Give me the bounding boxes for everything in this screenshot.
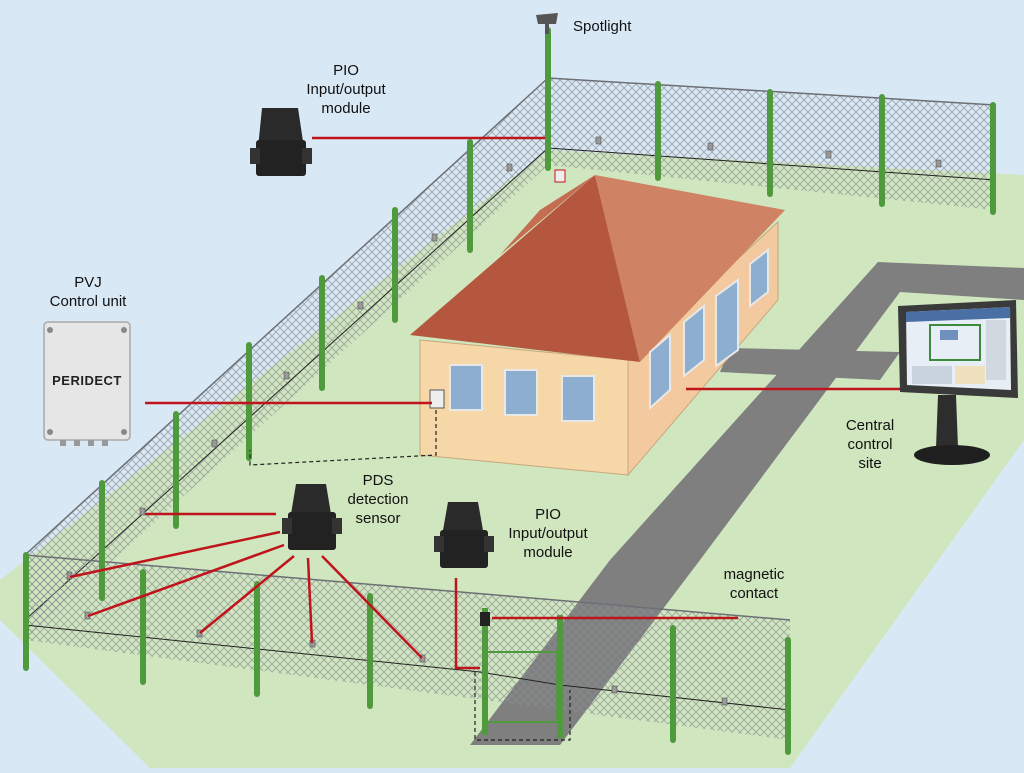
label-central-line1: Central [845, 417, 895, 434]
label-pds: PDS detection sensor [338, 471, 418, 528]
magnetic-contact-device [480, 612, 490, 626]
cable-building [249, 410, 437, 466]
label-pio-top: PIO Input/output module [298, 61, 394, 118]
roof-front [410, 175, 640, 362]
spotlight-lamp [536, 13, 558, 34]
building [410, 175, 785, 477]
window-6 [749, 247, 769, 309]
label-pio-bottom-line1: PIO [535, 506, 561, 523]
fence-posts-left [23, 139, 473, 671]
fence-posts-front [140, 569, 791, 755]
label-pds-line1: PDS [362, 472, 394, 489]
callout-pds-6 [321, 555, 423, 659]
driveway [720, 348, 900, 380]
label-pds-line2: detection [347, 491, 409, 508]
window-4 [649, 332, 671, 411]
spotlight-box [554, 169, 566, 183]
callout-pds-5 [306, 557, 314, 644]
window-3 [561, 375, 595, 422]
label-pio-bottom-line3: module [523, 544, 573, 561]
label-pvj-line2: Control unit [49, 293, 127, 310]
callout-pio-bottom [454, 578, 480, 670]
roof-side [595, 175, 785, 362]
label-pio-bottom-line2: Input/output [508, 525, 588, 542]
label-magnetic-line2: contact [729, 585, 779, 602]
label-pvj: PVJ Control unit [38, 273, 138, 311]
label-central-control-site: Central control site [835, 416, 905, 473]
label-pio-top-line3: module [321, 100, 371, 117]
label-pio-bottom: PIO Input/output module [496, 505, 600, 562]
label-spotlight: Spotlight [573, 18, 632, 35]
control-box-brand: PERIDECT [52, 373, 122, 388]
callout-pds-2 [69, 530, 281, 579]
pvj-control-box: PERIDECT [43, 321, 131, 446]
callout-pds-4 [199, 555, 295, 634]
fence-left-mesh [25, 78, 548, 640]
label-central-line2: control [847, 436, 893, 453]
callout-lines [69, 136, 903, 670]
label-pio-top-line1: PIO [333, 62, 359, 79]
fence-front-mesh [25, 555, 790, 740]
label-central-line3: site [858, 455, 882, 472]
door [715, 278, 739, 368]
window-1 [449, 364, 483, 411]
wall-junction-box [429, 389, 445, 409]
pio-module-bottom [434, 502, 494, 568]
pds-sensor-device [282, 484, 342, 550]
label-magnetic-contact: magnetic contact [712, 565, 796, 603]
window-5 [683, 303, 705, 379]
pio-module-top [250, 108, 312, 176]
roof-back [500, 175, 595, 255]
cable-gate [474, 672, 571, 741]
fence-posts-back [545, 27, 996, 215]
gate [480, 608, 563, 738]
label-pds-line3: sensor [355, 510, 401, 527]
label-pio-top-line2: Input/output [306, 81, 386, 98]
window-2 [504, 369, 538, 416]
fence-sensors [66, 136, 942, 706]
control-monitor [898, 300, 1018, 465]
callout-pds-3 [87, 543, 285, 618]
label-magnetic-line1: magnetic [723, 566, 785, 583]
label-pvj-line1: PVJ [74, 274, 102, 291]
